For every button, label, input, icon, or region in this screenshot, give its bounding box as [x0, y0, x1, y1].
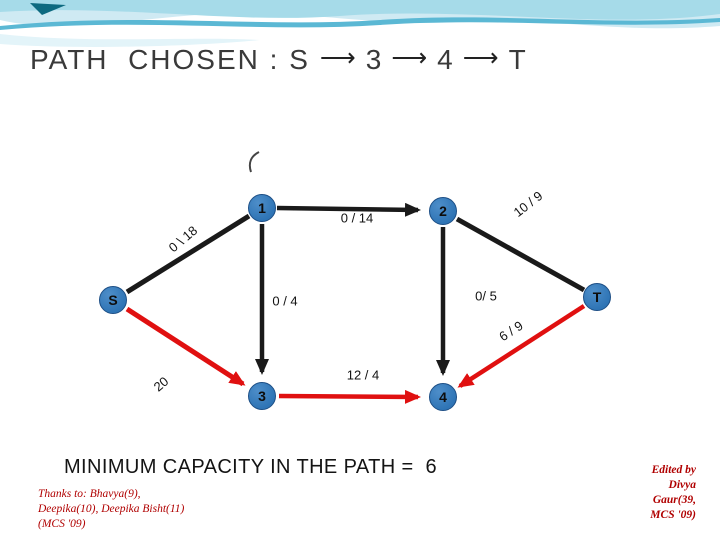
credits-right-line: Gaur(39, [652, 493, 696, 506]
credits-left-line: (MCS '09) [38, 517, 86, 530]
credits-left-line: Deepika(10), Deepika Bisht(11) [38, 502, 185, 515]
right-arrow-icon: ⟶ [319, 44, 356, 72]
graph-node-3: 3 [248, 382, 276, 410]
edge-t-to-4 [457, 304, 586, 388]
credits-right-line: Edited by [651, 464, 696, 476]
right-arrow-icon: ⟶ [391, 44, 428, 72]
title-path-node-4: 4 [437, 44, 453, 75]
graph-node-source: S [99, 286, 127, 314]
graph-node-2: 2 [429, 197, 457, 225]
graph-node-1: 1 [248, 194, 276, 222]
edge-3-to-4 [278, 389, 421, 404]
graph-node-sink: T [583, 283, 611, 311]
slide-title: PATH CHOSEN : S ⟶ 3 ⟶ 4 ⟶ T [30, 44, 526, 76]
edge-label-1-to-2: 0 / 14 [340, 210, 374, 226]
credits-right: Edited by Divya Gaur(39, MCS '09) [650, 463, 696, 523]
corner-accent-triangle [30, 3, 66, 15]
edge-s-to-3 [125, 306, 246, 387]
graph-node-4: 4 [429, 383, 457, 411]
header-wave-decoration [0, 0, 720, 47]
credits-right-line: Divya [668, 478, 696, 491]
edge-label-2-to-4: 0/ 5 [475, 288, 497, 304]
edge-2-to-t [455, 216, 586, 293]
edge-s-to-1 [125, 213, 251, 295]
title-path-node-t: T [508, 44, 526, 75]
minimum-capacity-result: MINIMUM CAPACITY IN THE PATH = 6 [64, 456, 438, 478]
credits-left: Thanks to: Bhavya(9), Deepika(10), Deepi… [38, 487, 184, 532]
title-path-node-3: 3 [365, 44, 382, 75]
edge-label-3-to-4: 12 / 4 [346, 367, 380, 383]
right-arrow-icon: ⟶ [462, 44, 499, 72]
credits-right-line: MCS '09) [650, 508, 696, 521]
title-text: PATH CHOSEN : S [30, 44, 310, 75]
stray-curve-mark [248, 151, 260, 173]
edge-label-1-to-3: 0 / 4 [272, 293, 298, 309]
edge-1-to-2 [276, 202, 421, 217]
credits-left-line: Thanks to: Bhavya(9), [38, 488, 141, 500]
